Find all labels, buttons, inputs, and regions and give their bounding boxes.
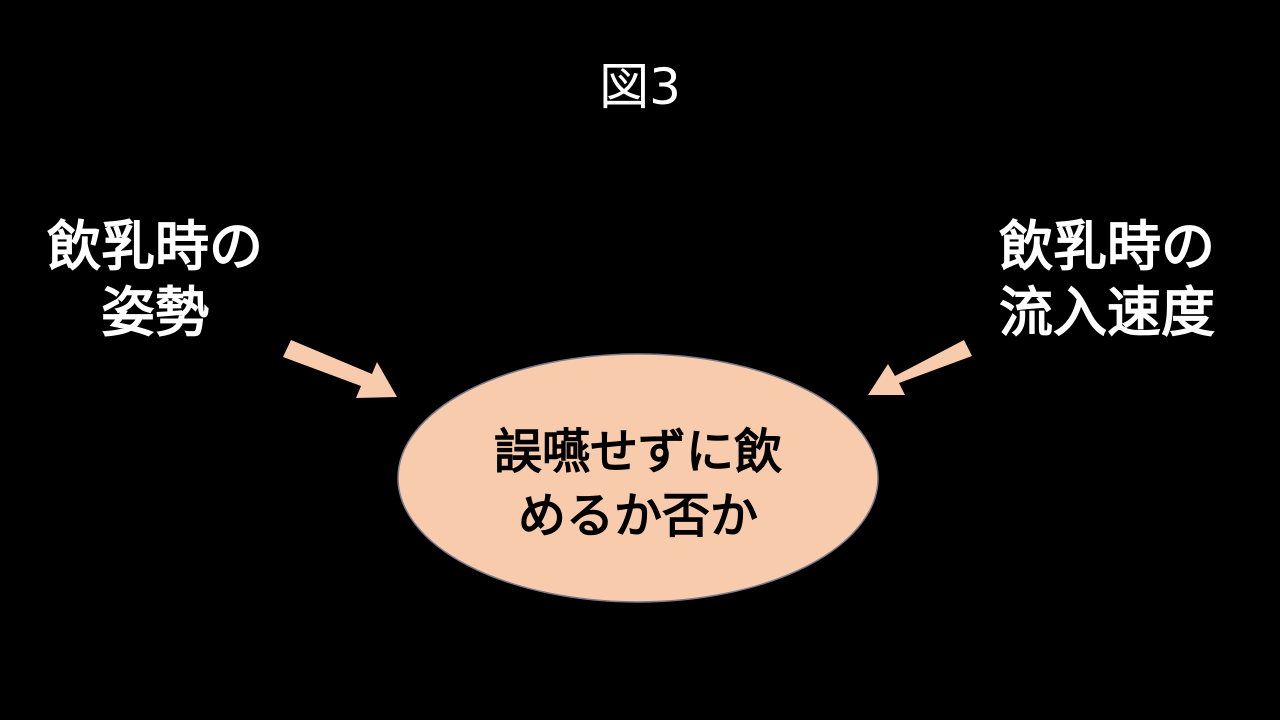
outcome-ellipse [397, 353, 879, 603]
factor-flow-rate-label: 飲乳時の 流入速度 [999, 215, 1215, 344]
factor-posture-label: 飲乳時の 姿勢 [47, 215, 263, 344]
slide-title: 図3 [599, 58, 681, 116]
arrow-left [283, 340, 397, 398]
arrow-right [868, 340, 972, 395]
outcome-label: 誤嚥せずに飲 めるか否か [493, 424, 782, 544]
